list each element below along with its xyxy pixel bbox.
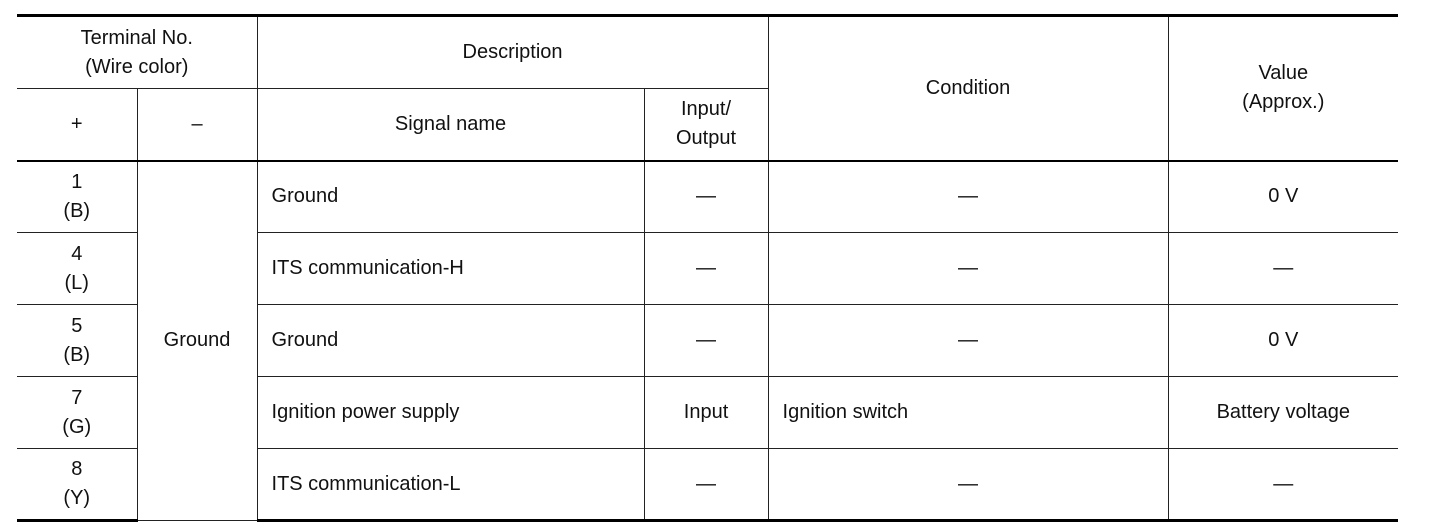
terminal-no-header: Terminal No. (Wire color): [17, 14, 258, 89]
output-label: Output: [676, 127, 737, 150]
description-header: Description: [256, 14, 769, 89]
ground-cell: Ground: [136, 160, 258, 521]
terminal-number: 1: [71, 170, 83, 193]
condition-cell: —: [767, 304, 1169, 377]
wire-color: (G): [62, 415, 92, 438]
condition-cell: Ignition switch: [767, 376, 1169, 449]
terminal-no-label: Terminal No.: [80, 26, 193, 49]
signal-name-cell: Ignition power supply: [256, 376, 645, 449]
io-cell: —: [643, 304, 769, 377]
terminal-number: 8: [71, 458, 83, 480]
value-cell: Battery voltage: [1167, 376, 1399, 449]
signal-name-cell: ITS communication-H: [256, 232, 645, 305]
plus-header: +: [17, 88, 138, 162]
header-row-2: + – Signal name Input/ Output: [17, 88, 1398, 162]
terminal-number: 7: [71, 386, 83, 409]
wire-color: (B): [63, 199, 91, 222]
terminal-cell: 7 (G): [17, 376, 138, 449]
value-cell: 0 V: [1167, 304, 1399, 377]
io-cell: —: [643, 160, 769, 233]
condition-cell: —: [767, 232, 1169, 305]
wire-color: (Y): [63, 487, 91, 509]
value-cell: —: [1167, 232, 1399, 305]
value-header: Value (Approx.): [1167, 14, 1399, 162]
condition-header: Condition: [767, 14, 1169, 162]
io-cell: Input: [643, 376, 769, 449]
header-row-1: Terminal No. (Wire color) Description Co…: [17, 14, 1399, 162]
signal-name-cell: Ground: [256, 304, 645, 377]
table-row: 5 (B) Ground — — 0 V: [17, 304, 1399, 377]
io-cell: —: [643, 232, 769, 305]
signal-name-header: Signal name: [256, 88, 645, 162]
terminal-cell: 5 (B): [17, 304, 138, 377]
condition-cell: —: [767, 448, 1169, 522]
wire-color: (L): [64, 271, 89, 294]
input-label: Input/: [681, 98, 732, 121]
value-cell: 0 V: [1167, 160, 1399, 233]
table-row: 4 (L) ITS communication-H — — —: [17, 232, 1399, 305]
value-cell: —: [1167, 448, 1399, 522]
io-cell: —: [643, 448, 769, 522]
terminal-table: Terminal No. (Wire color) Description Co…: [17, 14, 1399, 522]
input-output-header: Input/ Output: [643, 88, 769, 162]
terminal-number: 4: [71, 242, 83, 265]
value-label: Value: [1258, 62, 1309, 85]
wire-color: (B): [63, 343, 91, 366]
approx-label: (Approx.): [1242, 91, 1325, 114]
terminal-number: 5: [71, 314, 83, 337]
terminal-cell: 8 (Y): [17, 448, 138, 522]
terminal-cell: 1 (B): [17, 160, 138, 233]
wire-color-label: (Wire color): [85, 55, 189, 78]
terminal-cell: 4 (L): [17, 232, 138, 305]
signal-name-cell: ITS communication-L: [256, 448, 645, 522]
condition-cell: —: [767, 160, 1169, 233]
table-row: 7 (G) Ignition power supply Input Igniti…: [17, 376, 1399, 449]
signal-name-cell: Ground: [256, 160, 645, 233]
table-row: 1 (B) Ground Ground — — 0 V: [17, 160, 1399, 521]
table-row: 8 (Y) ITS communication-L — — —: [17, 448, 1399, 522]
minus-header: –: [136, 88, 258, 162]
